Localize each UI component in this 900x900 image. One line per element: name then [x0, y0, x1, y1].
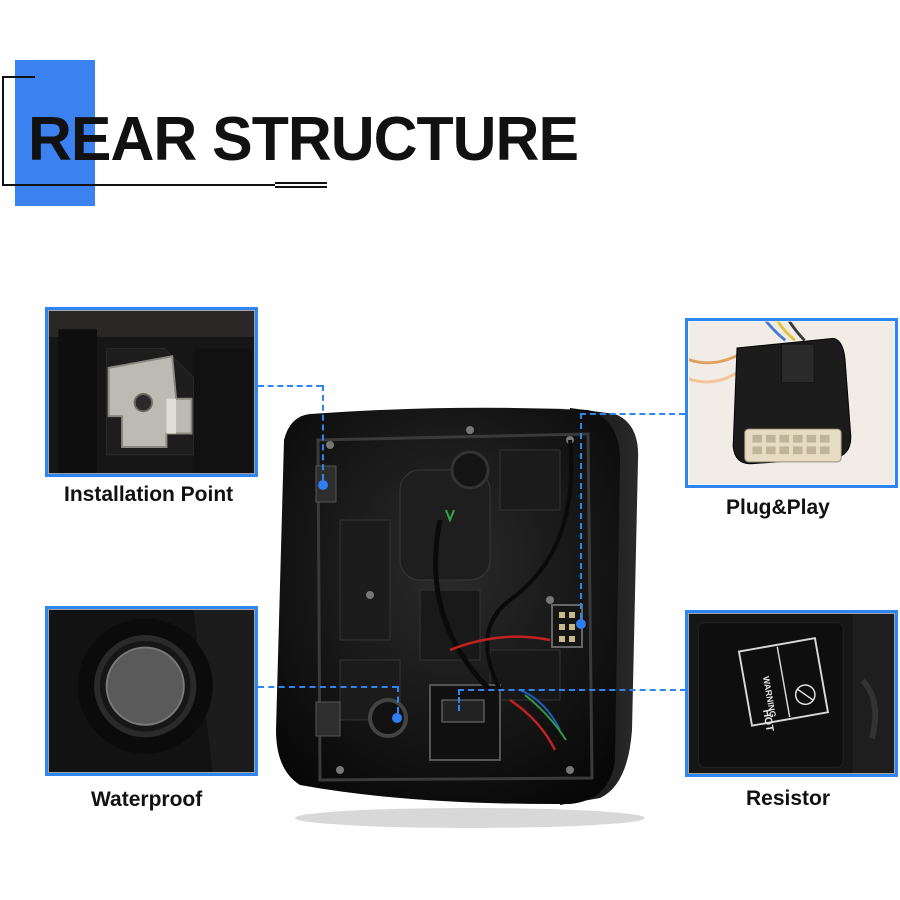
- plug-play-label: Plug&Play: [726, 496, 830, 519]
- title-underline-end: [275, 182, 327, 188]
- connector-installation-point: [258, 385, 322, 387]
- connector-installation-point: [322, 385, 324, 480]
- connector-waterproof: [258, 686, 398, 688]
- installation-point-marker: [318, 480, 328, 490]
- title-underline: [2, 184, 275, 186]
- installation-point-panel: [45, 307, 258, 477]
- resistor-hot-text: HOT: [760, 708, 776, 733]
- waterproof-grommet-closeup: [48, 609, 255, 773]
- connector-waterproof: [397, 686, 399, 713]
- title-frame-line: [2, 76, 4, 186]
- connector-resistor: [458, 689, 686, 691]
- connector-resistor: [458, 689, 460, 711]
- product-rear-housing: [270, 400, 655, 830]
- plug-play-panel: [685, 318, 898, 488]
- tail-light-rear-illustration: [276, 407, 645, 828]
- page-title: REAR STRUCTURE: [28, 105, 579, 174]
- connector-plug-play: [580, 413, 582, 619]
- installation-clip-closeup: [48, 310, 255, 474]
- waterproof-marker: [392, 713, 402, 723]
- connector-closeup: [688, 321, 895, 485]
- connector-plug-play: [580, 413, 685, 415]
- resistor-closeup: WARNING HOT: [688, 613, 895, 774]
- waterproof-panel: [45, 606, 258, 776]
- installation-point-label: Installation Point: [64, 483, 234, 506]
- title-block: REAR STRUCTURE: [0, 0, 900, 230]
- plug-play-marker: [576, 619, 586, 629]
- resistor-label: Resistor: [746, 787, 831, 810]
- title-accent-bar: [15, 60, 95, 206]
- waterproof-label: Waterproof: [91, 788, 203, 811]
- resistor-panel: WARNING HOT: [685, 610, 898, 777]
- title-frame-line: [2, 76, 35, 78]
